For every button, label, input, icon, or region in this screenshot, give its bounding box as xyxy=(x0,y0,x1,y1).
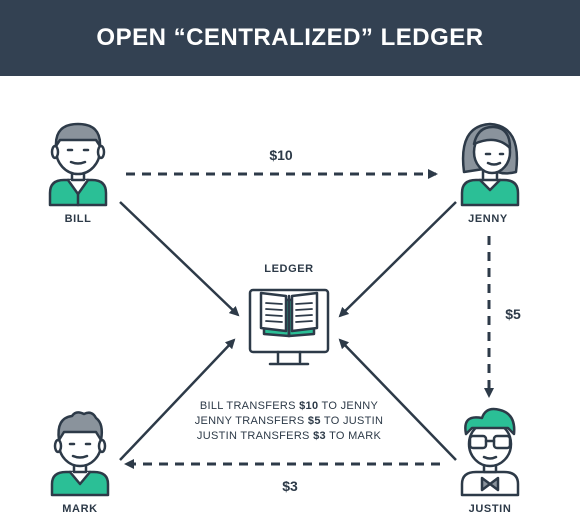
transaction-line: JUSTIN TRANSFERS $3 TO MARK xyxy=(197,430,382,442)
page-title: OPEN “CENTRALIZED” LEDGER xyxy=(96,24,484,51)
amount-jenny-to-justin: $5 xyxy=(505,306,521,322)
jenny-label: JENNY xyxy=(468,213,508,225)
transaction-amount: $10 xyxy=(299,400,318,412)
justin-avatar xyxy=(460,407,520,497)
amount-bill-to-jenny: $10 xyxy=(269,147,293,163)
mark-label: MARK xyxy=(62,503,97,515)
ledger-icon xyxy=(248,288,330,366)
transaction-pre: BILL TRANSFERS xyxy=(200,400,299,412)
arrow-justin-to-ledger xyxy=(338,338,457,461)
ledger-label: LEDGER xyxy=(264,263,313,275)
transaction-amount: $3 xyxy=(313,430,326,442)
transaction-pre: JENNY TRANSFERS xyxy=(195,415,308,427)
bill-label: BILL xyxy=(65,213,92,225)
transaction-pre: JUSTIN TRANSFERS xyxy=(197,430,313,442)
transaction-amount: $5 xyxy=(308,415,321,427)
jenny-avatar xyxy=(460,122,520,207)
justin-label: JUSTIN xyxy=(469,503,512,515)
transaction-post: TO JUSTIN xyxy=(321,415,384,427)
header-banner: OPEN “CENTRALIZED” LEDGER xyxy=(0,0,580,76)
arrow-bill-to-ledger xyxy=(119,201,240,317)
arrow-jenny-to-ledger xyxy=(338,201,457,318)
transaction-line: JENNY TRANSFERS $5 TO JUSTIN xyxy=(195,415,384,427)
arrow-mark-to-ledger xyxy=(119,338,236,461)
transaction-post: TO JENNY xyxy=(318,400,378,412)
bill-avatar xyxy=(48,122,108,207)
transaction-line: BILL TRANSFERS $10 TO JENNY xyxy=(200,400,379,412)
mark-avatar xyxy=(50,411,110,497)
amount-justin-to-mark: $3 xyxy=(282,478,298,494)
transaction-post: TO MARK xyxy=(326,430,382,442)
